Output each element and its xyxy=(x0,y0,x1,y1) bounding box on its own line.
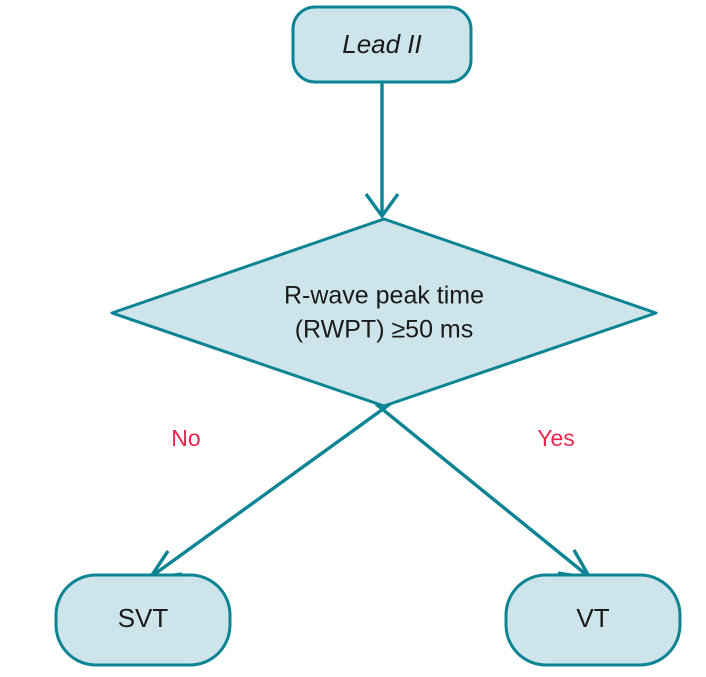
node-outcome-vt-shape[interactable] xyxy=(504,573,682,667)
node-start-shape[interactable] xyxy=(291,5,473,84)
connector-line-decision-to-svt xyxy=(151,402,391,578)
edge-start-to-decision xyxy=(364,83,400,219)
node-decision-rwpt[interactable]: R-wave peak time (RWPT) ≥50 ms xyxy=(110,217,658,408)
node-outcome-svt-shape[interactable] xyxy=(54,573,232,667)
arrowhead-down-icon xyxy=(364,193,400,219)
edge-label-no: No xyxy=(171,425,200,451)
node-outcome-svt-label: SVT xyxy=(118,603,169,633)
connector-line-decision-to-vt xyxy=(374,402,590,578)
node-start-label: Lead II xyxy=(342,29,422,59)
node-outcome-vt-label: VT xyxy=(576,603,609,633)
edge-label-yes: Yes xyxy=(537,425,575,451)
node-decision-shape[interactable] xyxy=(110,217,658,408)
node-outcome-vt[interactable]: VT xyxy=(504,573,682,667)
node-decision-label-line2: (RWPT) ≥50 ms xyxy=(295,316,474,344)
node-start-lead-ii[interactable]: Lead II xyxy=(291,5,473,84)
node-decision-label-line1: R-wave peak time xyxy=(284,282,484,310)
node-outcome-svt[interactable]: SVT xyxy=(54,573,232,667)
